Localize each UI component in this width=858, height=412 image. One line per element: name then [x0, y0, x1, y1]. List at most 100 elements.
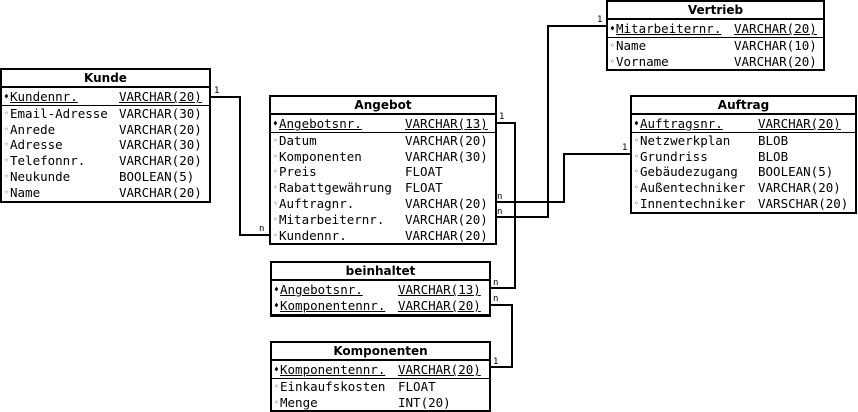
column-row[interactable]: ◦Datum VARCHAR(20) — [271, 133, 495, 149]
table-title: Angebot — [271, 97, 495, 115]
column-name: Menge — [280, 394, 318, 410]
column-name: Name — [616, 37, 647, 53]
column-name: Grundriss — [640, 148, 708, 164]
table-komponenten[interactable]: Komponenten♦Komponentennr.VARCHAR(20)◦Ei… — [270, 341, 491, 412]
primary-key-row[interactable]: ♦Mitarbeiternr. VARCHAR(20) — [608, 21, 823, 38]
column-name: Innentechniker — [640, 195, 746, 211]
column-type: VARCHAR(20) — [119, 89, 202, 104]
column-type: VARCHAR(20) — [119, 153, 202, 169]
column-name: Name — [10, 184, 41, 200]
column-name: Email-Adresse — [10, 105, 108, 121]
column-type: VARCHAR(20) — [119, 184, 202, 200]
column-row[interactable]: ◦Telefonnr.VARCHAR(20) — [2, 153, 209, 169]
column-type: VARCHAR(20) — [734, 53, 817, 69]
column-type: VARCHAR(10) — [734, 37, 817, 53]
column-type: FLOAT — [405, 180, 443, 196]
column-type: VARCHAR(20) — [734, 21, 817, 36]
table-title: Komponenten — [272, 343, 489, 361]
column-row[interactable]: ◦Kundennr.VARCHAR(20) — [271, 228, 495, 244]
column-name: Mitarbeiternr. — [616, 21, 722, 36]
column-name: Telefonnr. — [10, 153, 86, 169]
column-type: FLOAT — [405, 164, 443, 180]
column-row[interactable]: ◦Name VARCHAR(10) — [608, 38, 823, 54]
column-row[interactable]: ◦Adresse VARCHAR(30) — [2, 137, 209, 153]
attribute-circle-icon: ◦ — [273, 230, 278, 240]
card-angebot-n-kunde: n — [259, 224, 264, 234]
link-vertrieb-angebot — [496, 25, 607, 218]
column-type: VARCHAR(30) — [119, 137, 202, 153]
column-type: VARCHAR(30) — [119, 105, 202, 121]
column-name: Komponenten — [279, 148, 362, 164]
column-type: VARCHAR(30) — [405, 148, 488, 164]
column-row[interactable]: ◦Name VARCHAR(20) — [2, 185, 209, 201]
key-diamond-icon: ♦ — [4, 92, 9, 101]
table-auftrag[interactable]: Auftrag♦Auftragsnr.VARCHAR(20)◦Netzwerkp… — [630, 95, 857, 214]
table-kunde[interactable]: Kunde ♦Kundennr. VARCHAR(20) ◦ Email-Adresse… — [0, 68, 211, 203]
column-name: Datum — [279, 132, 317, 148]
column-name: Netzwerkplan — [640, 132, 731, 148]
table-columns: ♦Komponentennr.VARCHAR(20)◦Einkaufskoste… — [272, 361, 489, 410]
primary-key-row[interactable]: ♦Komponentennr.VARCHAR(20) — [272, 298, 489, 315]
column-type: BLOB — [758, 148, 789, 164]
column-name: Auftragnr. — [279, 195, 355, 211]
primary-key-row[interactable]: ♦Angebotsnr.VARCHAR(13) — [272, 282, 489, 298]
attribute-circle-icon: ◦ — [4, 187, 9, 197]
card-angebot-1: 1 — [499, 112, 504, 122]
column-type: VARCHAR(20) — [758, 116, 841, 131]
attribute-circle-icon: ◦ — [273, 183, 278, 193]
attribute-circle-icon: ◦ — [274, 397, 279, 407]
card-angebot-n-auftrag: n — [497, 192, 502, 202]
column-type: VARCHAR(20) — [405, 132, 488, 148]
column-type: VARCHAR(13) — [398, 282, 481, 297]
column-name: Komponentennr. — [280, 297, 386, 313]
attribute-circle-icon: ◦ — [4, 140, 9, 150]
primary-key-row[interactable]: ♦Komponentennr.VARCHAR(20) — [272, 362, 489, 379]
column-name: Neukunde — [10, 168, 71, 184]
card-beinhaltet-n-angebot: n — [493, 278, 498, 288]
link-angebot-beinhaltet — [490, 122, 516, 289]
column-type: VARCHAR(20) — [398, 297, 481, 313]
column-name: Anrede — [10, 121, 56, 137]
column-row[interactable]: ◦Auftragnr.VARCHAR(20) — [271, 196, 495, 212]
attribute-circle-icon: ◦ — [634, 198, 639, 208]
attribute-circle-icon: ◦ — [610, 40, 615, 50]
primary-key-row[interactable]: ♦Angebotsnr.VARCHAR(13) — [271, 116, 495, 133]
column-name: Mitarbeiternr. — [279, 211, 385, 227]
table-title: Vertrieb — [608, 2, 823, 20]
column-name: Einkaufskosten — [280, 378, 386, 394]
column-name: Angebotsnr. — [280, 282, 363, 297]
attribute-circle-icon: ◦ — [634, 167, 639, 177]
primary-key-row[interactable]: ♦Kundennr. VARCHAR(20) — [2, 89, 209, 106]
primary-key-row[interactable]: ♦Auftragsnr.VARCHAR(20) — [632, 116, 855, 133]
attribute-circle-icon: ◦ — [610, 56, 615, 66]
table-title: Kunde — [2, 70, 209, 88]
table-columns: ♦Angebotsnr.VARCHAR(13)♦Komponentennr.VA… — [272, 281, 489, 315]
column-name: Adresse — [10, 137, 63, 153]
attribute-circle-icon: ◦ — [273, 135, 278, 145]
column-row[interactable]: ◦Mitarbeiternr.VARCHAR(20) — [271, 212, 495, 228]
attribute-circle-icon: ◦ — [273, 198, 278, 208]
column-row[interactable]: ◦Vorname VARCHAR(20) — [608, 54, 823, 70]
column-name: Vorname — [616, 53, 669, 69]
attribute-circle-icon: ◦ — [634, 151, 639, 161]
table-beinhaltet[interactable]: beinhaltet♦Angebotsnr.VARCHAR(13)♦Kompon… — [270, 261, 491, 317]
key-diamond-icon: ♦ — [610, 24, 615, 33]
column-name: Kundennr. — [10, 89, 78, 104]
column-type: VARCHAR(13) — [405, 116, 488, 131]
column-row[interactable]: ◦Grundriss BLOB — [632, 149, 855, 165]
